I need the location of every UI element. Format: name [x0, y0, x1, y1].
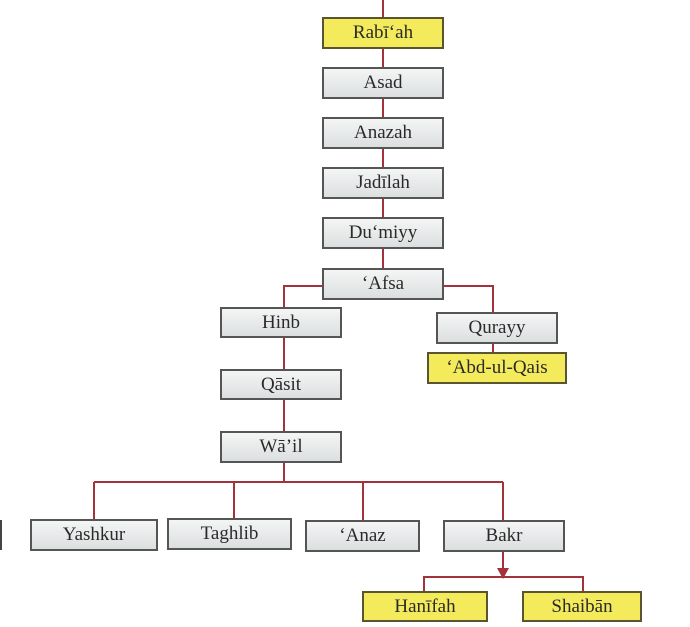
node-abd-ul-qais: ‘Abd-ul-Qais — [427, 352, 567, 384]
arrow-head — [497, 568, 509, 579]
node-qurayy: Qurayy — [436, 312, 558, 344]
node-hinb: Hinb — [220, 307, 342, 338]
node-bakr: Bakr — [443, 520, 565, 552]
node-jadilah: Jadīlah — [322, 167, 444, 199]
node-asad: Asad — [322, 67, 444, 99]
node-shaiban: Shaibān — [522, 591, 642, 622]
node-hanifah: Hanīfah — [362, 591, 488, 622]
node-wail: Wā’il — [220, 431, 342, 463]
node-afsa: ‘Afsa — [322, 268, 444, 300]
node-qasit: Qāsit — [220, 369, 342, 400]
node-yashkur: Yashkur — [30, 519, 158, 551]
node-rabiah: Rabī‘ah — [322, 17, 444, 49]
node-dumiyy: Du‘miyy — [322, 217, 444, 249]
node-taghlib: Taghlib — [167, 518, 292, 550]
node-anaz: ‘Anaz — [305, 520, 420, 552]
node-anazah: Anazah — [322, 117, 444, 149]
